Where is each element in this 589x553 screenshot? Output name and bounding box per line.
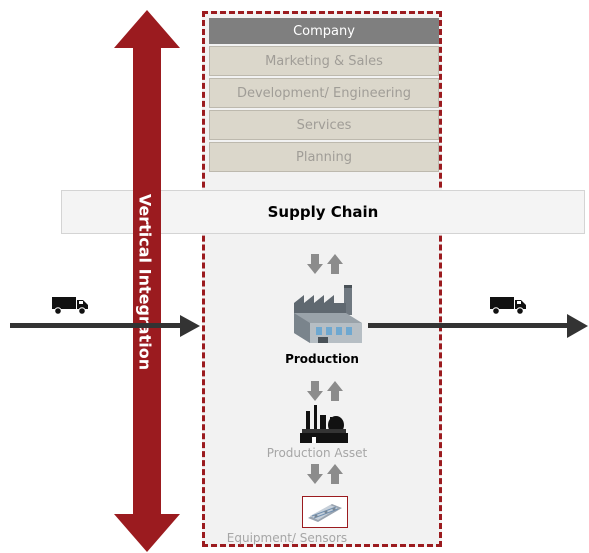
layer-marketing-sales: Marketing & Sales xyxy=(209,46,439,76)
inbound-flow-arrow xyxy=(10,315,200,337)
truck-icon xyxy=(52,297,88,315)
outbound-flow-arrow xyxy=(368,314,588,338)
company-header: Company xyxy=(209,18,439,44)
production-asset-label: Production Asset xyxy=(266,446,368,460)
layer-development-engineering: Development/ Engineering xyxy=(209,78,439,108)
production-label: Production xyxy=(285,352,359,366)
sensor-icon xyxy=(302,496,348,528)
up-down-arrows-icon xyxy=(307,254,343,274)
vertical-integration-text: Vertical Integration xyxy=(135,193,155,371)
vertical-integration-arrow xyxy=(114,10,180,552)
truck-icon xyxy=(490,297,526,315)
factory-icon xyxy=(294,285,362,343)
layer-planning: Planning xyxy=(209,142,439,172)
up-down-arrows-icon xyxy=(307,464,343,484)
equipment-sensors-label: Equipment/ Sensors xyxy=(226,531,348,545)
layer-services: Services xyxy=(209,110,439,140)
industrial-plant-icon xyxy=(300,405,348,443)
up-down-arrows-icon xyxy=(307,381,343,401)
